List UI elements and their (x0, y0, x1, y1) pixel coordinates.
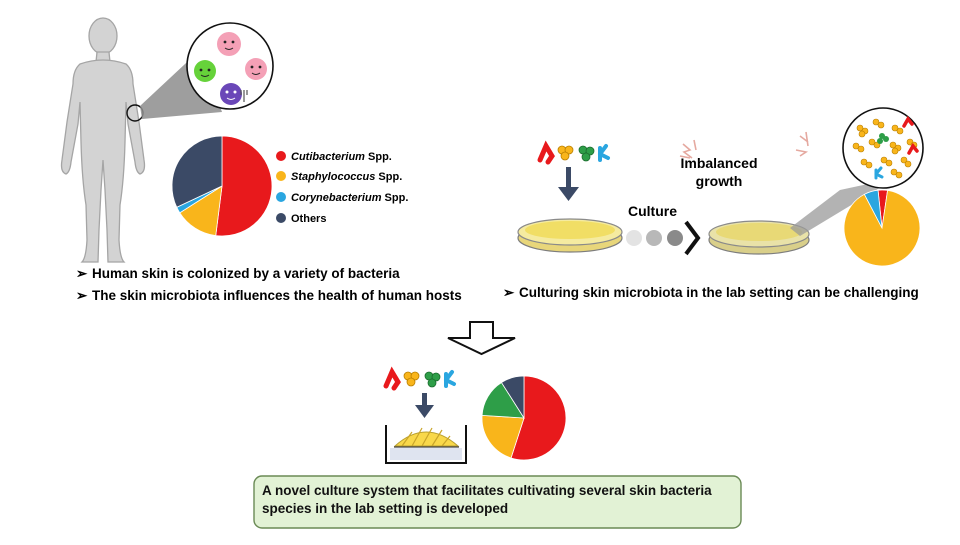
human-silhouette (60, 17, 146, 263)
pie-slice-others (500, 375, 525, 420)
imbalanced-growth-pie (843, 189, 921, 267)
bacteria-mix-icon-top (537, 140, 610, 165)
imbalanced-label-line1: Imbalanced (680, 155, 757, 171)
chevron-right-icon (684, 220, 701, 256)
progress-dot-2 (646, 230, 662, 246)
pink-bacterium-icon-2 (245, 58, 267, 80)
bullet-arrow-3: ➢ (503, 285, 515, 300)
green-bacterium-icon (194, 60, 216, 82)
pie-slice-staphylococcus (843, 189, 921, 267)
legend-swatch-staphylococcus (276, 171, 286, 181)
burst-icon (679, 131, 809, 159)
pie-slice-cutibacterium (215, 135, 273, 237)
legend-swatch-corynebacterium (276, 192, 286, 202)
pie-slice-others (171, 135, 223, 208)
conclusion-box (253, 475, 742, 529)
culture-label: Culture (628, 203, 677, 219)
petri-dish-icon (517, 218, 623, 253)
purple-bacterium-icon (220, 83, 248, 105)
legend-label-cutibacterium: Cutibacterium Spp. (291, 151, 392, 163)
progress-dot-3 (667, 230, 683, 246)
bullet-text-1: Human skin is colonized by a variety of … (92, 266, 400, 281)
conclusion-text: A novel culture system that facilitates … (262, 483, 712, 516)
culture-well-icon (385, 425, 467, 464)
legend: Cutibacterium Spp. Staphylococcus Spp. C… (276, 151, 408, 225)
legend-label-staphylococcus: Staphylococcus Spp. (291, 171, 402, 183)
legend-label-others: Others (291, 213, 326, 225)
progress-dot-1 (626, 230, 642, 246)
down-arrow-icon-bottom (415, 393, 434, 418)
pie-slice-staphylococcus (481, 414, 525, 459)
legend-swatch-cutibacterium (276, 151, 286, 161)
novel-system-pie (481, 375, 567, 461)
petri-dish-imbalanced-icon (708, 220, 810, 255)
legend-swatch-others (276, 213, 286, 223)
bullet-arrow-1: ➢ (76, 266, 88, 281)
pie-slice-corynebacterium (863, 189, 883, 229)
bullet-arrow-2: ➢ (76, 288, 88, 303)
pie-slice-cutibacterium (510, 375, 567, 461)
skin-composition-pie (171, 135, 273, 237)
dish-bacteria-cluster-icon (852, 115, 919, 180)
down-arrow-icon (558, 167, 579, 201)
bullet-text-3: Culturing skin microbiota in the lab set… (519, 285, 919, 300)
pink-bacterium-icon (217, 32, 241, 56)
hollow-down-arrow-icon (447, 321, 516, 356)
zoom-circle (186, 22, 274, 110)
imbalanced-label-line2: growth (696, 173, 743, 189)
bullet-text-2: The skin microbiota influences the healt… (92, 288, 462, 303)
legend-label-corynebacterium: Corynebacterium Spp. (291, 192, 408, 204)
bacteria-mix-icon-bottom (383, 366, 456, 391)
